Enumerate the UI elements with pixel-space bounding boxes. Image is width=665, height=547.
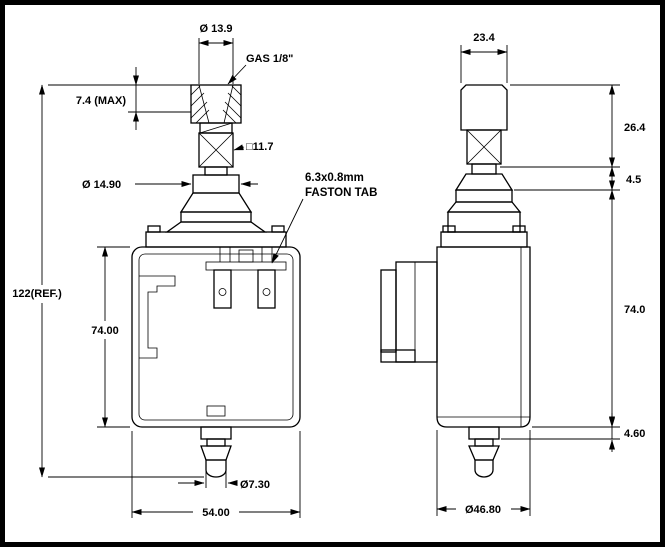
dim-overall-height: 122(REF.): [12, 288, 62, 300]
dim-outlet-tip-dia: Ø7.30: [240, 479, 270, 491]
note-faston-label: FASTON TAB: [305, 187, 377, 199]
dim-thread-spec: GAS 1/8": [246, 53, 293, 65]
side-armature-square-icon: [466, 129, 502, 165]
outlet-barb: [200, 426, 232, 478]
armature-section-square-icon: [198, 132, 234, 168]
dim-inlet-bore-dia: Ø 13.9: [199, 23, 232, 35]
dim-side-body-dia: Ø46.80: [465, 504, 501, 516]
inlet-fitting: [190, 84, 242, 134]
dim-front-body-height: 74.00: [91, 325, 119, 337]
front-view: [131, 84, 301, 478]
front-dimensions: Ø 13.9 GAS 1/8" 7.4 (MAX) □11.7 Ø 14.90 …: [12, 23, 377, 519]
faston-tab-left: [213, 269, 232, 309]
dim-side-body-height: 74.0: [624, 304, 645, 316]
dim-side-outlet-step: 4.60: [624, 428, 645, 440]
side-dimensions: 23.4 26.4 4.5 74.0 4.60 Ø46.80: [436, 32, 646, 516]
side-view: [380, 84, 531, 478]
dim-side-flange-step: 4.5: [626, 174, 641, 186]
side-outlet-barb: [468, 426, 500, 478]
dim-side-upper-height: 26.4: [624, 122, 646, 134]
pump-body: [131, 246, 301, 428]
dim-shaft-dia: Ø 14.90: [82, 179, 121, 191]
side-mounting-bracket: [395, 261, 438, 363]
side-shaft-and-flange: [440, 163, 528, 248]
dim-armature-square: □11.7: [246, 141, 273, 153]
dim-front-body-width: 54.00: [202, 507, 230, 519]
note-faston-size: 6.3x0.8mm: [305, 172, 364, 184]
side-inlet-tube: [460, 84, 508, 131]
faston-tab-right: [257, 269, 276, 309]
dim-side-neck-width: 23.4: [473, 32, 495, 44]
dim-thread-depth: 7.4 (MAX): [76, 95, 126, 107]
side-pump-body: [380, 246, 531, 428]
shaft-and-flange: [145, 166, 287, 248]
